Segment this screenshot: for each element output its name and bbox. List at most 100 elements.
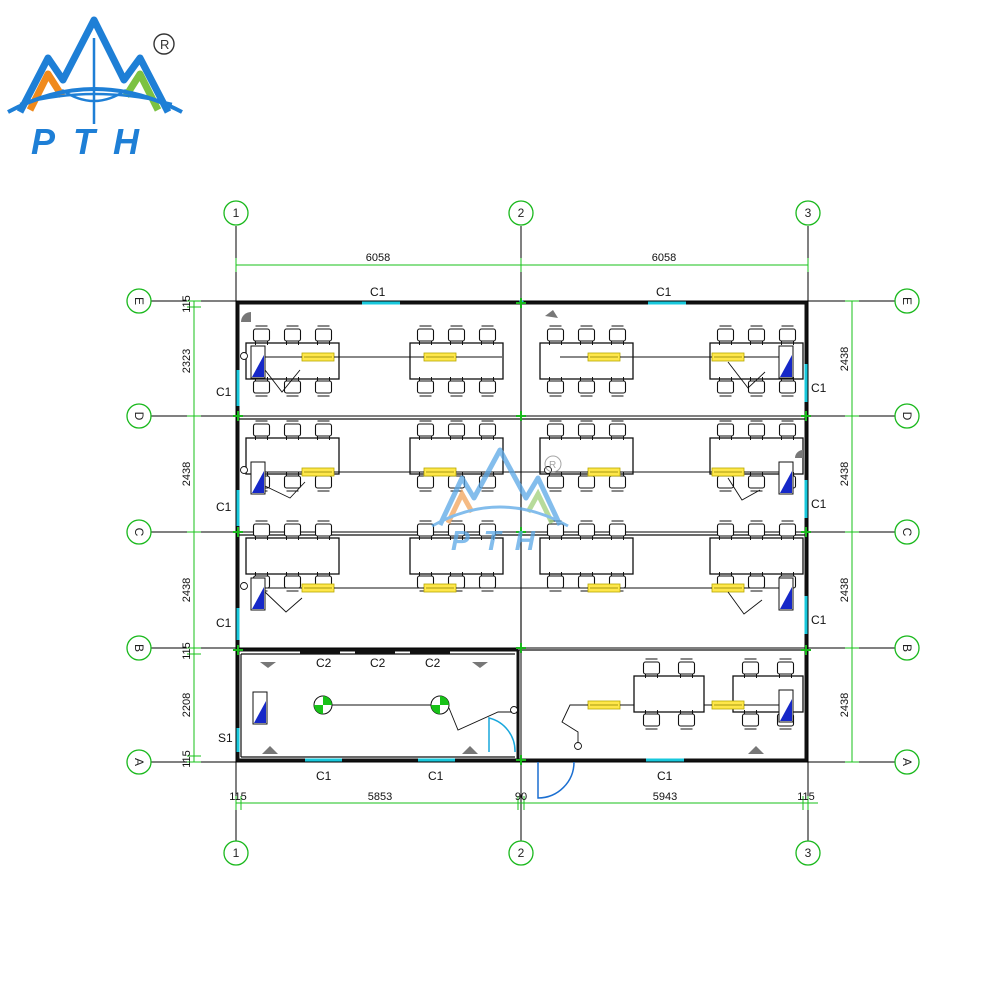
chair <box>747 325 766 345</box>
chair <box>283 420 302 440</box>
grid-node-mark <box>801 411 811 421</box>
grid-node-mark <box>233 411 243 421</box>
grid-label-row: E <box>900 297 914 305</box>
chair <box>283 520 302 540</box>
chair <box>416 325 435 345</box>
ceiling-lamp-icon <box>711 352 745 362</box>
window-label: C1 <box>657 769 673 783</box>
dimension-left: 115 2323 2438 2438 115 2208 115 <box>181 295 201 768</box>
window-label-small: C2 <box>425 656 441 670</box>
grid-label-row: C <box>132 528 146 537</box>
pth-logo: PTH ® R <box>7 16 183 162</box>
grid-label-row: E <box>132 297 146 305</box>
chair <box>314 377 333 397</box>
chair <box>747 520 766 540</box>
ceiling-lamp-icon <box>587 700 621 710</box>
chair <box>716 377 735 397</box>
svg-text:R: R <box>549 460 556 471</box>
window-label-small: C2 <box>316 656 332 670</box>
table-with-chairs-icon <box>633 675 705 713</box>
chair <box>478 377 497 397</box>
chair <box>677 658 696 678</box>
grid-label-row: B <box>900 644 914 652</box>
chair <box>314 520 333 540</box>
chair <box>546 572 565 592</box>
wiring <box>264 481 306 499</box>
chair <box>747 572 766 592</box>
ceiling-fan-icon <box>313 695 512 731</box>
ceiling-lamp-icon <box>587 467 621 477</box>
chair <box>741 710 760 730</box>
dimension-text: 2438 <box>839 578 851 602</box>
grid-label-col: 3 <box>805 206 812 220</box>
dimension-text: 115 <box>229 791 247 803</box>
chair <box>478 420 497 440</box>
ceiling-lamp-icon <box>711 700 745 710</box>
wiring <box>727 356 780 389</box>
dimension-bottom: 115 5853 90 5943 115 <box>229 791 818 810</box>
watermark-text: PTH <box>451 525 549 556</box>
chair <box>577 377 596 397</box>
chair <box>778 377 797 397</box>
window-label: C1 <box>811 381 827 395</box>
chair <box>252 377 271 397</box>
chair <box>546 420 565 440</box>
chair <box>577 325 596 345</box>
chair <box>776 658 795 678</box>
ceiling-lamp-icon <box>711 467 745 477</box>
grid-node-mark <box>516 755 526 765</box>
chair <box>416 420 435 440</box>
chair <box>447 520 466 540</box>
chair <box>642 658 661 678</box>
window-openings <box>236 298 808 762</box>
ceiling-lamp-icon <box>301 467 335 477</box>
grid-label-row: B <box>132 644 146 652</box>
ceiling-lamp-icon <box>587 583 621 593</box>
junction-icon <box>510 706 518 714</box>
grid-node-mark <box>516 298 526 308</box>
chair <box>447 420 466 440</box>
dimension-text: 2438 <box>181 462 193 486</box>
registered-icon <box>544 455 562 473</box>
grid-node-mark <box>516 643 526 653</box>
dimension-right: 2438 2438 2438 2438 <box>839 300 859 763</box>
dimension-text: 5943 <box>653 791 677 803</box>
table-with-chairs-icon <box>409 537 504 575</box>
grid-bubbles-bottom: 1 2 3 <box>223 840 821 866</box>
chair <box>283 472 302 492</box>
window-label: C1 <box>811 613 827 627</box>
grid-label-row: D <box>900 412 914 421</box>
pth-watermark: PTH ® R <box>431 447 569 556</box>
grid-node-mark <box>233 645 243 655</box>
junction-icon <box>240 466 248 474</box>
ceiling-lamp-icon <box>423 583 457 593</box>
ceiling-lamp-icon <box>423 467 457 477</box>
window-label-small: C2 <box>370 656 386 670</box>
registered-icon <box>153 33 175 55</box>
wiring <box>561 704 588 748</box>
chair <box>608 377 627 397</box>
dimension-text: 2438 <box>839 462 851 486</box>
ceiling-lamp-icon <box>711 583 745 593</box>
chair <box>252 520 271 540</box>
door-swing-icon <box>488 717 575 799</box>
chair <box>546 377 565 397</box>
table-with-chairs-icon <box>245 537 340 575</box>
dimension-top: 6058 6058 <box>235 252 809 272</box>
chair <box>252 420 271 440</box>
dimension-text: 5853 <box>368 791 392 803</box>
dimension-text: 2323 <box>181 349 193 373</box>
chair <box>778 520 797 540</box>
chair <box>283 325 302 345</box>
window-label: C1 <box>216 385 232 399</box>
chair <box>478 325 497 345</box>
grid-label-col: 3 <box>805 846 812 860</box>
window-label: C1 <box>370 285 386 299</box>
junction-icon <box>574 742 582 750</box>
grid-bubbles-left: E D C B A <box>126 288 152 775</box>
window-labels: C1 C1 C1 C1 C1 C1 C1 C1 C1 C1 C1 C2 C2 C… <box>216 285 827 783</box>
grid-label-col: 1 <box>233 846 240 860</box>
dimension-text: 115 <box>181 642 193 660</box>
window-label: C1 <box>316 769 332 783</box>
